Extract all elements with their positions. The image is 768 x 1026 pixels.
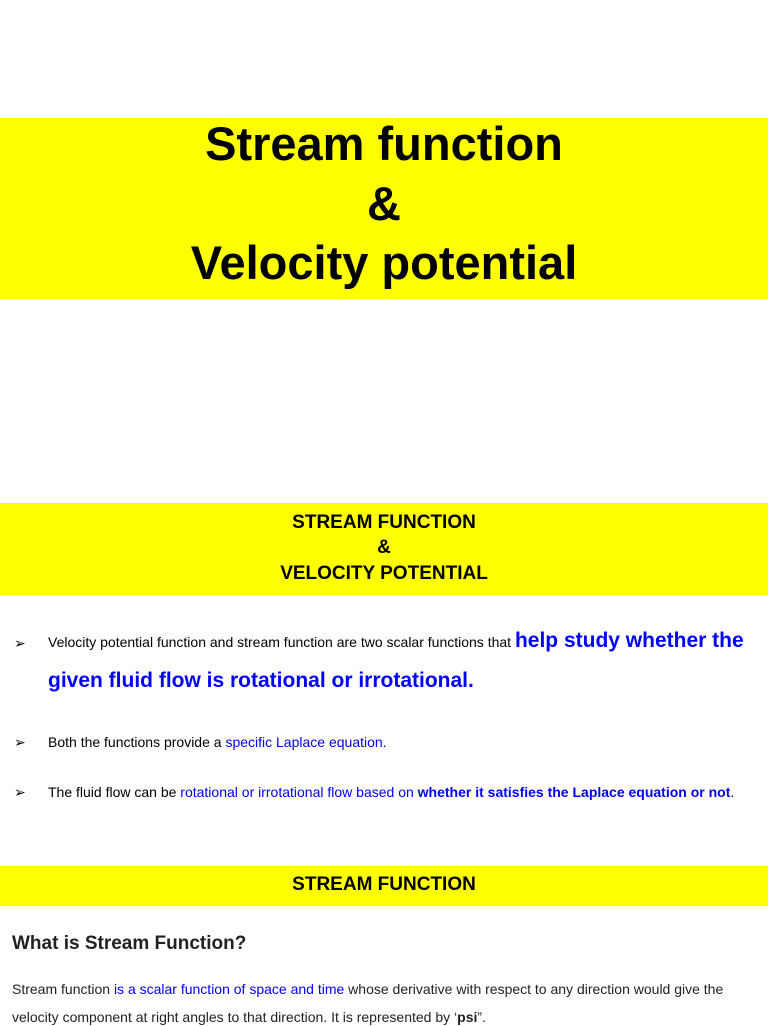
arrow-bullet-icon: ➢ (14, 635, 26, 651)
bullet-2: Both the functions provide a specific La… (48, 733, 387, 751)
stream-function-band-label: STREAM FUNCTION (292, 874, 476, 895)
psi-symbol-text: psi (457, 1009, 478, 1025)
bullet-1-highlight-a: help study whether the (514, 629, 744, 652)
bullet-3-text: The fluid flow can be (48, 784, 181, 800)
title-ampersand: & (367, 177, 401, 230)
bullet-2-link[interactable]: specific Laplace equation. (225, 734, 387, 750)
definition-text-c: whose derivative with respect to any dir… (344, 981, 724, 997)
definition-text-a: Stream function (12, 981, 114, 997)
section-header-line-2: VELOCITY POTENTIAL (280, 563, 488, 584)
definition-text-d: velocity component at right angles to th… (12, 1009, 458, 1025)
definition-text-e: ”. (477, 1009, 486, 1025)
section-header-line-1: STREAM FUNCTION (292, 512, 476, 533)
title-line-2: Velocity potential (190, 236, 578, 289)
title-line-1: Stream function (205, 117, 563, 170)
bullet-2-text: Both the functions provide a (48, 734, 226, 750)
definition-line-1: Stream function is a scalar function of … (12, 980, 723, 998)
bullet-1-text: Velocity potential function and stream f… (48, 634, 515, 650)
bullet-1-line-2: given fluid flow is rotational or irrota… (48, 666, 474, 697)
bullet-3: The fluid flow can be rotational or irro… (48, 783, 734, 801)
definition-link[interactable]: is a scalar function of space and time (113, 981, 345, 997)
what-is-stream-function-heading: What is Stream Function? (12, 933, 247, 954)
definition-line-2: velocity component at right angles to th… (12, 1008, 486, 1026)
section-header-ampersand: & (377, 537, 391, 558)
stream-function-band: STREAM FUNCTION (0, 866, 768, 906)
title-band: Stream function & Velocity potential (0, 118, 768, 299)
bullet-1-line-1: Velocity potential function and stream f… (48, 626, 744, 657)
bullet-1-highlight-b: given fluid flow is rotational or irrota… (48, 669, 474, 692)
bullet-3-link[interactable]: rotational or irrotational flow based on (180, 784, 418, 800)
bullet-3-bold: whether it satisfies the Laplace equatio… (417, 784, 731, 800)
section-header-band: STREAM FUNCTION & VELOCITY POTENTIAL (0, 503, 768, 595)
bullet-3-end: . (730, 784, 735, 800)
arrow-bullet-icon: ➢ (14, 734, 26, 750)
arrow-bullet-icon: ➢ (14, 784, 26, 800)
